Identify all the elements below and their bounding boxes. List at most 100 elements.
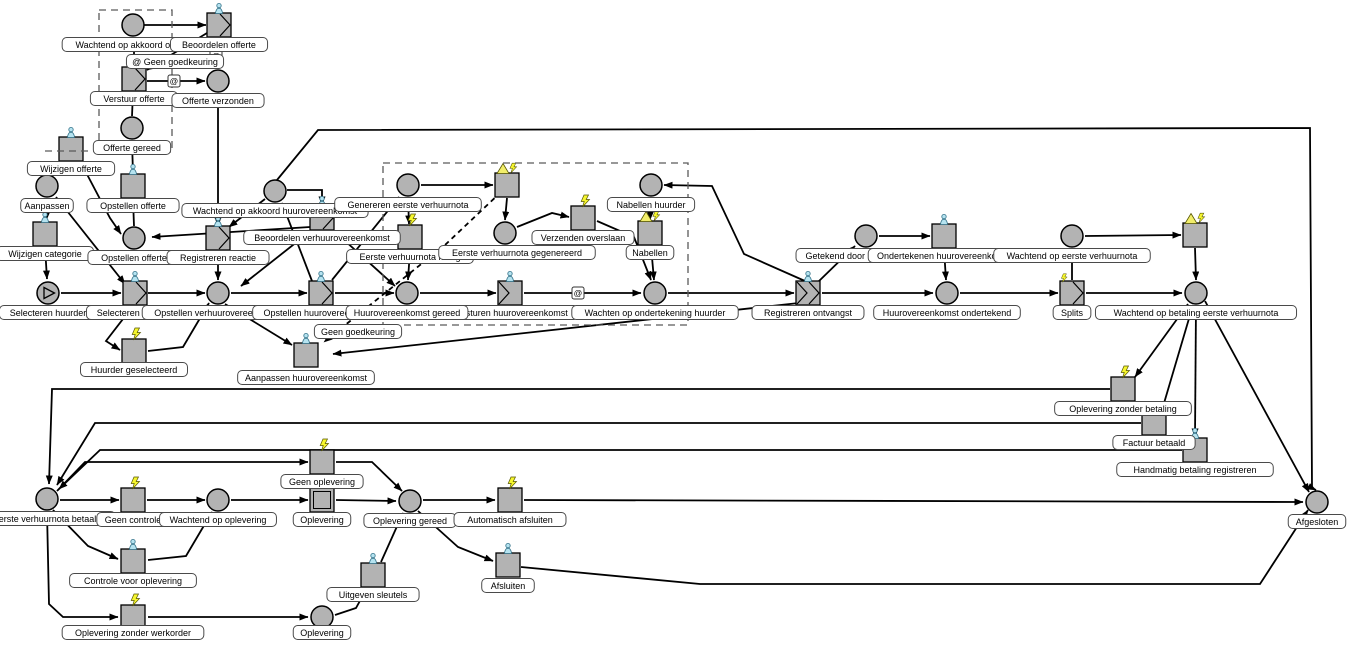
- place-eerste-verhuurnota-betaald[interactable]: [35, 487, 59, 511]
- place-getekend-door-huurder[interactable]: [854, 224, 878, 248]
- task-wijzigen-offerte[interactable]: [58, 126, 84, 162]
- task-huurder-geselecteerd[interactable]: [121, 327, 147, 364]
- svg-text:Versturen huurovereenkomst: Versturen huurovereenkomst: [452, 308, 568, 318]
- flow-edge-50[interactable]: [1161, 304, 1194, 411]
- svg-text:Oplevering: Oplevering: [300, 628, 344, 638]
- flow-edge-53[interactable]: [45, 388, 1110, 485]
- lightning-icon: [652, 210, 661, 221]
- lightning-icon: [507, 476, 518, 490]
- task-oplevering[interactable]: [309, 487, 335, 513]
- place-wachtend-op-eerste-verhuurnota[interactable]: [1060, 224, 1084, 248]
- warning-icon: [496, 162, 510, 174]
- flow-edge-51[interactable]: [1191, 304, 1199, 438]
- task-wijzigen-offerte-label: Wijzigen offerte: [26, 161, 116, 176]
- xor-split-icon: [808, 281, 820, 305]
- flow-edge-9[interactable]: [79, 160, 122, 235]
- flow-edge-56[interactable]: [56, 458, 309, 492]
- place-oplevering-gereed[interactable]: [398, 489, 422, 513]
- svg-text:Wachtend op betaling eerste ve: Wachtend op betaling eerste verhuurnota: [1114, 308, 1279, 318]
- xor-split-icon: [134, 67, 146, 91]
- task-handmatig-betaling-registreren-label: Handmatig betaling registreren: [1116, 462, 1274, 477]
- task-eerste-verhuurnota-nodig[interactable]: [397, 213, 423, 250]
- task-verzenden-overslaan[interactable]: [570, 194, 596, 231]
- flow-edge-52[interactable]: [1204, 300, 1310, 493]
- flow-edge-48[interactable]: [276, 127, 1317, 491]
- task-opstellen-huurovereenkomst[interactable]: [308, 270, 334, 306]
- task-registreren-reactie[interactable]: [205, 215, 231, 251]
- edge-label: Geen goedkeuring: [313, 324, 403, 339]
- svg-text:Verzenden overslaan: Verzenden overslaan: [541, 233, 626, 243]
- flow-edge-64[interactable]: [46, 511, 119, 621]
- task-beoordelen-offerte[interactable]: [206, 2, 232, 38]
- place-nabellen-huurder[interactable]: [639, 173, 663, 197]
- predicate-at-icon: @: [571, 286, 585, 300]
- task-selecteren-huurder[interactable]: [122, 270, 148, 306]
- person-icon: [215, 2, 223, 14]
- place-huurovereenkomst-gereed[interactable]: [395, 281, 419, 305]
- flow-edge-27[interactable]: [1192, 247, 1200, 281]
- place-opstellen-verhuurovereenkomst[interactable]: [206, 281, 230, 305]
- flow-edge-55[interactable]: [58, 449, 1182, 490]
- flow-edge-26[interactable]: [1084, 231, 1182, 239]
- flow-edge-40[interactable]: [516, 211, 570, 228]
- place-huurovereenkomst-ondertekend[interactable]: [935, 281, 959, 305]
- place-genereren-eerste-verhuurnota[interactable]: [396, 173, 420, 197]
- flow-edge-70[interactable]: [523, 498, 1304, 506]
- person-icon: [129, 163, 137, 175]
- task-automatisch-afsluiten[interactable]: [497, 476, 523, 513]
- place-aanpassen[interactable]: [35, 174, 59, 198]
- start-selecteren-huurder[interactable]: [36, 281, 60, 305]
- place-wachtend-op-betaling-eerste-verhuurnota[interactable]: [1184, 281, 1208, 305]
- place-offerte-gereed-label: Offerte gereed: [92, 140, 172, 155]
- place-wachtend-op-oplevering[interactable]: [206, 488, 230, 512]
- place-wachtend-op-akkoord-huurovereenkomst[interactable]: [263, 179, 287, 203]
- flow-edge-39[interactable]: [502, 197, 510, 221]
- svg-text:Wachtend op akkoord huuroveree: Wachtend op akkoord huurovereenkomst: [193, 206, 358, 216]
- svg-text:Geen oplevering: Geen oplevering: [289, 477, 355, 487]
- svg-text:Verstuur offerte: Verstuur offerte: [103, 94, 164, 104]
- task-oplevering-zonder-werkorder[interactable]: [120, 593, 146, 630]
- place-wachtend-op-akkoord-offerte[interactable]: [121, 13, 145, 37]
- place-offerte-verzonden[interactable]: [206, 69, 230, 93]
- svg-text:Offerte verzonden: Offerte verzonden: [182, 96, 254, 106]
- task-registreren-reactie-label: Registreren reactie: [166, 250, 270, 265]
- place-oplevering-gereed-label: Oplevering gereed: [363, 513, 457, 528]
- place-offerte-gereed[interactable]: [120, 116, 144, 140]
- task-uitgeven-sleutels[interactable]: [360, 552, 386, 588]
- edge-label: @ Geen goedkeuring: [125, 54, 225, 69]
- task-registreren-ontvangst-label: Registreren ontvangst: [751, 305, 865, 320]
- task-splits[interactable]: [1059, 273, 1085, 306]
- place-eerste-verhuurnota-gegenereerd[interactable]: [493, 221, 517, 245]
- lightning-icon: [407, 213, 418, 227]
- task-wijzigen-categorie[interactable]: [32, 211, 58, 247]
- task-timeout-1[interactable]: [494, 162, 520, 198]
- task-controle-voor-oplevering[interactable]: [120, 538, 146, 574]
- task-geen-oplevering[interactable]: [309, 438, 335, 475]
- place-wachten-op-ondertekening-huurder[interactable]: [643, 281, 667, 305]
- place-afgesloten[interactable]: [1305, 490, 1329, 514]
- person-icon: [506, 270, 514, 282]
- flow-edge-61[interactable]: [336, 461, 403, 492]
- place-opstellen-offerte[interactable]: [122, 226, 146, 250]
- place-nabellen-huurder-label: Nabellen huurder: [606, 197, 696, 212]
- svg-text:Huurder geselecteerd: Huurder geselecteerd: [91, 365, 178, 375]
- flow-edge-71[interactable]: [520, 509, 1309, 585]
- task-versturen-huurovereenkomst[interactable]: [497, 270, 523, 306]
- svg-text:Selecteren huurder: Selecteren huurder: [97, 308, 174, 318]
- flow-edge-54[interactable]: [56, 422, 1141, 486]
- place-oplevering[interactable]: [310, 605, 334, 629]
- lightning-icon: [1197, 212, 1206, 223]
- task-geen-controle[interactable]: [120, 476, 146, 513]
- task-timeout-2[interactable]: [1182, 212, 1208, 248]
- task-afsluiten[interactable]: [495, 542, 521, 578]
- task-ondertekenen-huurovereenkomst[interactable]: [931, 213, 957, 249]
- task-registreren-ontvangst[interactable]: [795, 270, 821, 306]
- flow-edge-34[interactable]: [151, 226, 311, 240]
- task-aanpassen-huurovereenkomst[interactable]: [293, 332, 319, 368]
- svg-text:Opstellen verhuurovereenkomst: Opstellen verhuurovereenkomst: [154, 308, 282, 318]
- flow-edge-29[interactable]: [287, 189, 326, 206]
- task-opstellen-offerte[interactable]: [120, 163, 146, 199]
- flow-edge-60[interactable]: [335, 497, 397, 505]
- task-oplevering-zonder-betaling[interactable]: [1110, 365, 1136, 402]
- svg-text:Registreren reactie: Registreren reactie: [180, 253, 256, 263]
